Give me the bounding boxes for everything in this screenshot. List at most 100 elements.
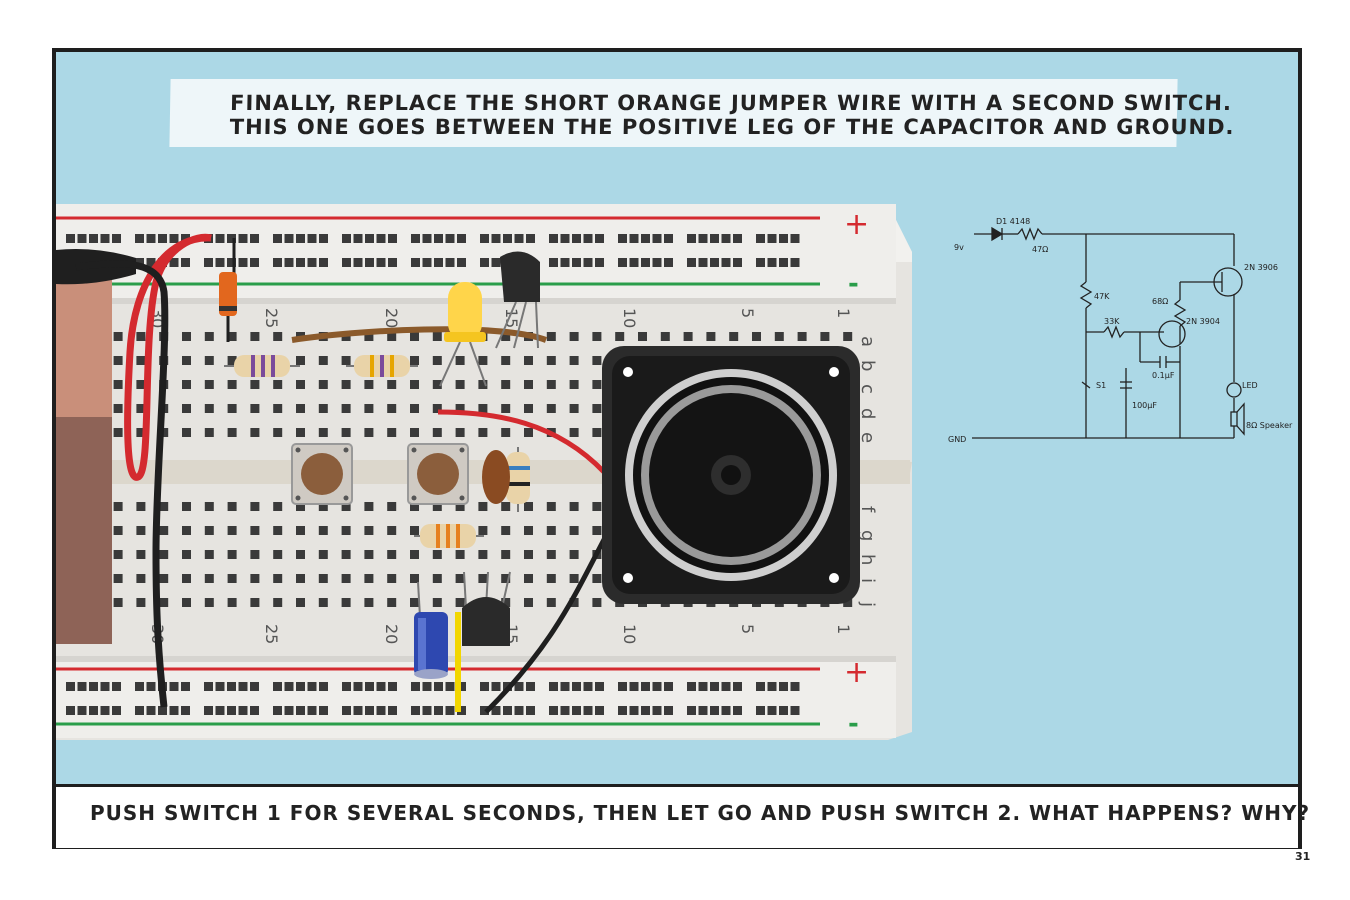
hole [491,234,501,243]
hole [215,258,225,267]
hole [478,502,488,511]
hole [364,428,374,437]
hole [569,502,579,511]
hole [296,550,305,559]
hole [113,356,123,365]
schematic-labels: 9v D1 4148 47Ω 2N 3906 47K 68Ω 33K 2N 39… [948,217,1293,444]
hole [546,380,556,389]
hole [652,258,662,267]
hole [159,502,169,511]
hole [455,550,465,559]
column-number: 1 [834,624,853,634]
hole [756,234,765,243]
hole [572,682,581,691]
hole [284,682,294,691]
hole [273,502,283,511]
hole [215,706,225,715]
hole [434,258,443,267]
hole [273,550,283,559]
hole [618,682,627,691]
hole [790,234,800,243]
hole [364,526,374,535]
hole [514,234,524,243]
hole [478,380,488,389]
hole [364,574,374,583]
hole [318,356,328,365]
hole [296,502,305,511]
hole [687,234,696,243]
hole [733,258,742,267]
hole [595,682,604,691]
hole [422,258,432,267]
hole [159,598,169,607]
hole [638,332,647,341]
hole [387,380,397,389]
hole [595,234,604,243]
hole [478,404,488,413]
hole [77,682,87,691]
hole [364,332,374,341]
hole [250,404,260,413]
hole [204,706,213,715]
hole [365,706,374,715]
hole [146,682,156,691]
hole [790,682,800,691]
hole [112,234,121,243]
hole [113,502,123,511]
hole [296,234,305,243]
hole [146,706,156,715]
hole [204,598,214,607]
hole [569,574,579,583]
hole [641,234,650,243]
hole [388,682,397,691]
label-gnd: GND [948,435,966,444]
hole [767,234,777,243]
hole [169,682,179,691]
hole [318,526,328,535]
hole [135,258,144,267]
hole [273,258,282,267]
hole [169,258,179,267]
resistor-4 [506,447,530,512]
hole [546,404,556,413]
hole [112,682,121,691]
ceramic-capacitor [482,450,510,504]
column-number: 1 [834,308,853,318]
hole [318,428,328,437]
hole [342,234,351,243]
hole [843,598,853,607]
hole [501,598,511,607]
hole [698,682,708,691]
hole [341,428,351,437]
hole [455,598,465,607]
diode [219,272,237,316]
hole [526,682,535,691]
hole [318,574,328,583]
hole [410,502,419,511]
hole [113,332,123,341]
hole [215,234,225,243]
hole [524,550,533,559]
column-number: 5 [738,624,757,634]
hole [524,526,533,535]
label-9v: 9v [954,243,964,252]
hole [387,332,397,341]
hole [318,404,328,413]
hole [641,682,650,691]
comic-panel: FINALLY, REPLACE THE SHORT ORANGE JUMPER… [52,48,1309,849]
hole [410,574,419,583]
hole [387,526,397,535]
hole [432,356,442,365]
hole [752,332,761,341]
hole [583,706,593,715]
hole [77,706,87,715]
hole [341,380,351,389]
hole [592,380,602,389]
hole [572,258,581,267]
hole [432,404,442,413]
hole [273,332,283,341]
hole [618,258,627,267]
hole [273,428,283,437]
hole [615,332,625,341]
row-letter: i [857,578,878,583]
